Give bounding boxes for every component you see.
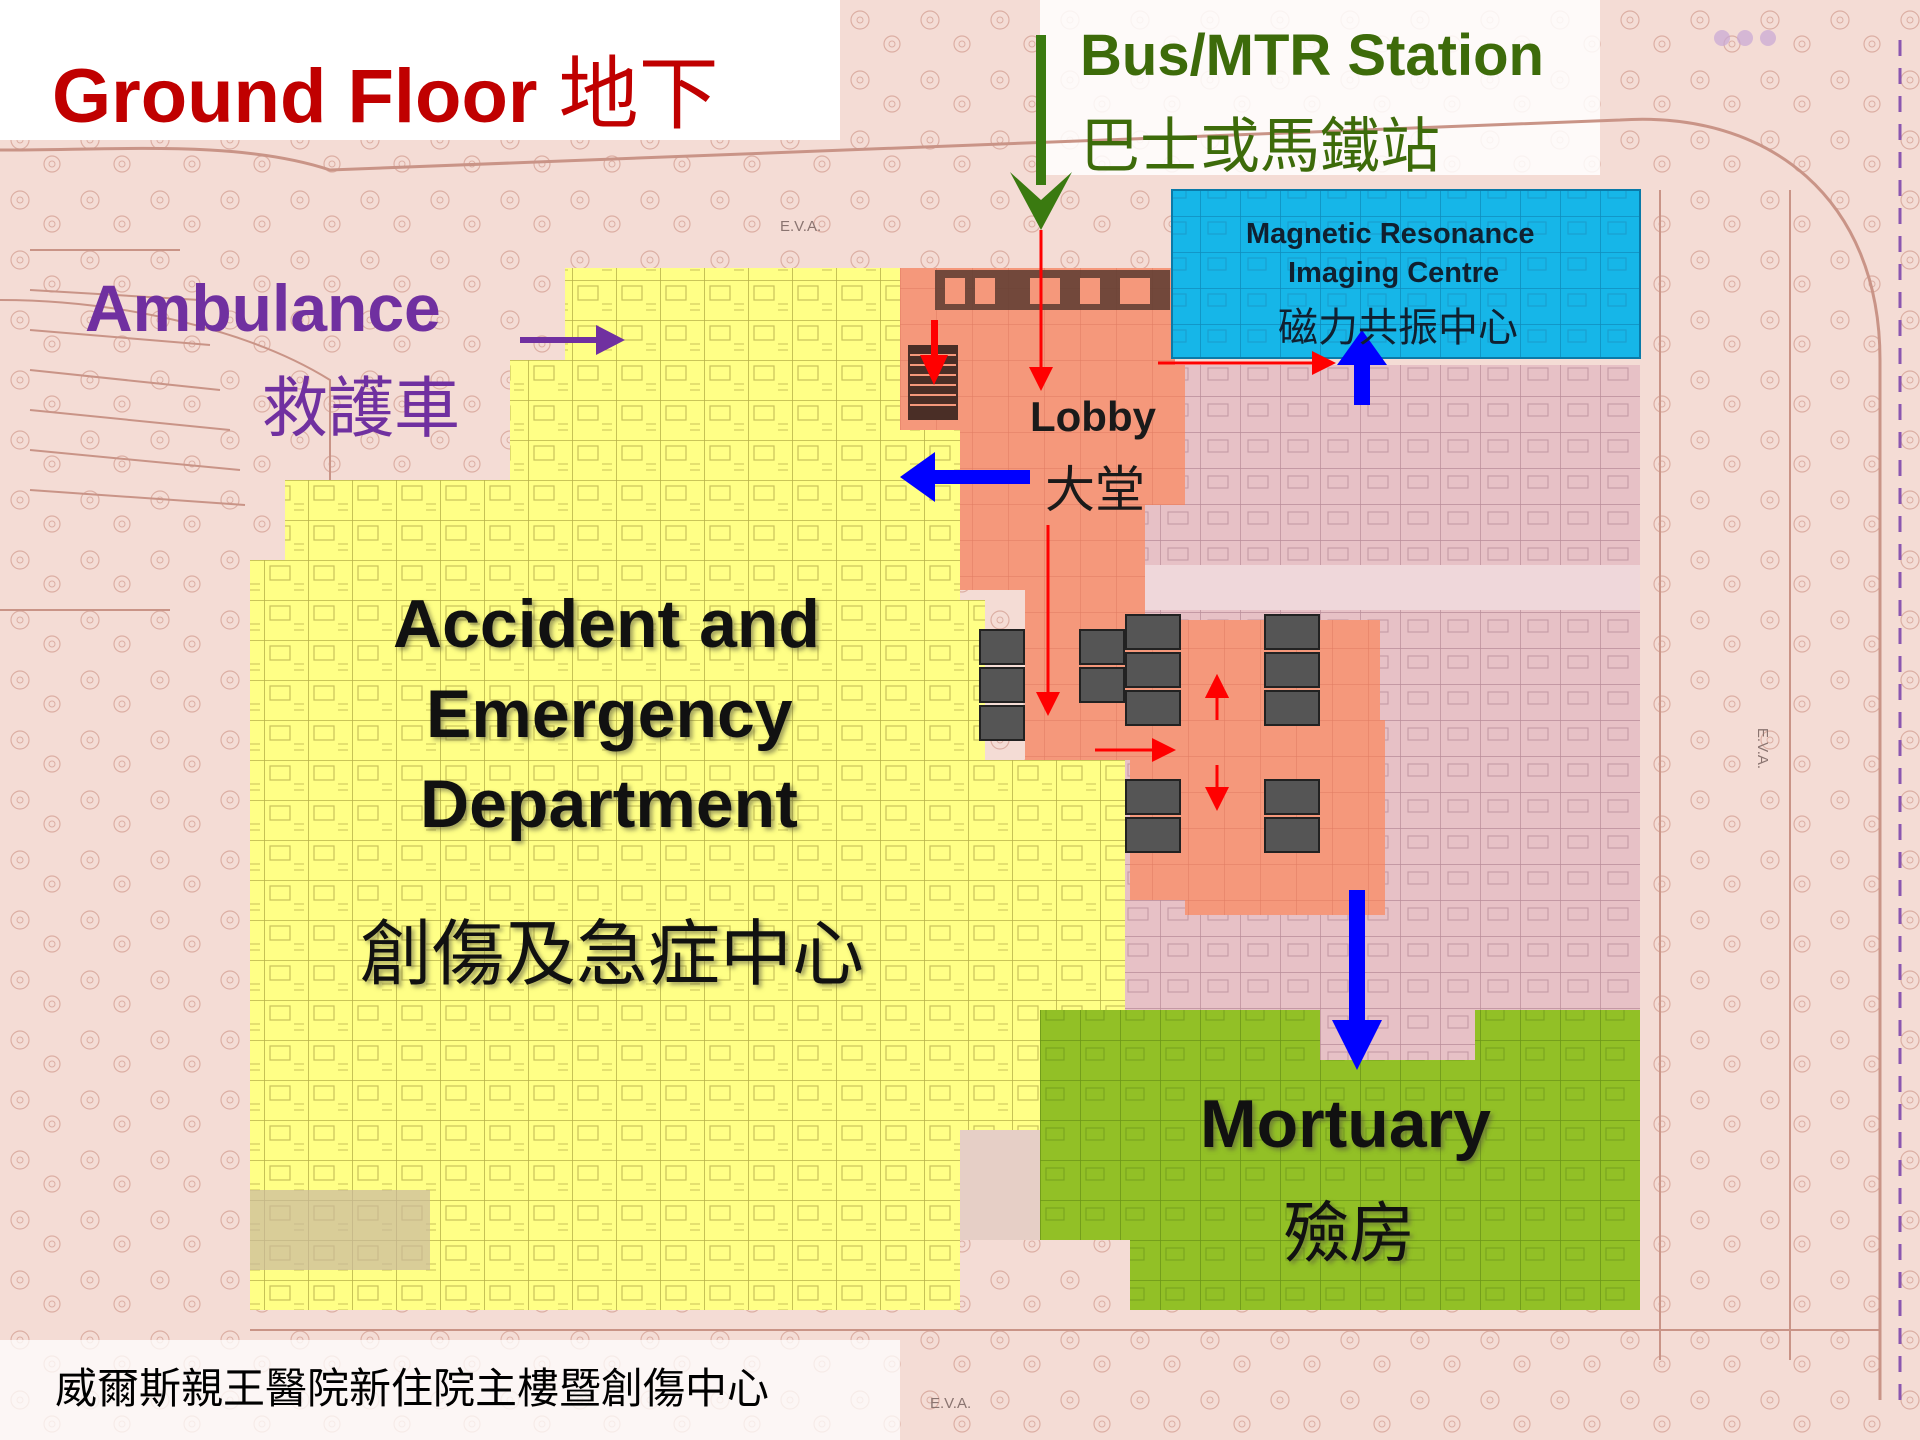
- page-title-en: Ground Floor: [52, 54, 538, 139]
- mortuary-label-en: Mortuary: [1200, 1086, 1491, 1162]
- bus-station-label-zh: 巴士或馬鐵站: [1080, 112, 1440, 182]
- lobby-label-en: Lobby: [1030, 393, 1156, 440]
- ae-label-en-2: Emergency: [426, 676, 793, 752]
- ae-label-en-3: Department: [420, 766, 798, 842]
- ambulance-entrance-arrow: [520, 325, 625, 355]
- ambulance-label-zh: 救護車: [262, 370, 460, 447]
- ae-label-zh: 創傷及急症中心: [360, 912, 865, 996]
- mortuary-label-zh: 殮房: [1283, 1195, 1415, 1272]
- mri-label-en-2: Imaging Centre: [1288, 257, 1500, 289]
- bus-entrance-arrow: [1010, 35, 1072, 230]
- mri-label-zh: 磁力共振中心: [1278, 305, 1518, 351]
- page-title: Ground Floor 地下: [52, 30, 719, 146]
- mri-label-en-1: Magnetic Resonance: [1246, 218, 1535, 250]
- page-title-zh: 地下: [558, 48, 719, 141]
- lobby-label-zh: 大堂: [1045, 461, 1145, 519]
- bus-station-label-en: Bus/MTR Station: [1080, 23, 1544, 88]
- ae-label-en-1: Accident and: [393, 586, 820, 662]
- footer-caption: 威爾斯親王醫院新住院主樓暨創傷中心: [55, 1364, 770, 1413]
- eva-right-label: E.V.A.: [1754, 727, 1772, 770]
- eva-bottom-label: E.V.A.: [930, 1395, 972, 1412]
- eva-top-label: E.V.A.: [780, 218, 822, 235]
- ambulance-label-en: Ambulance: [85, 271, 441, 345]
